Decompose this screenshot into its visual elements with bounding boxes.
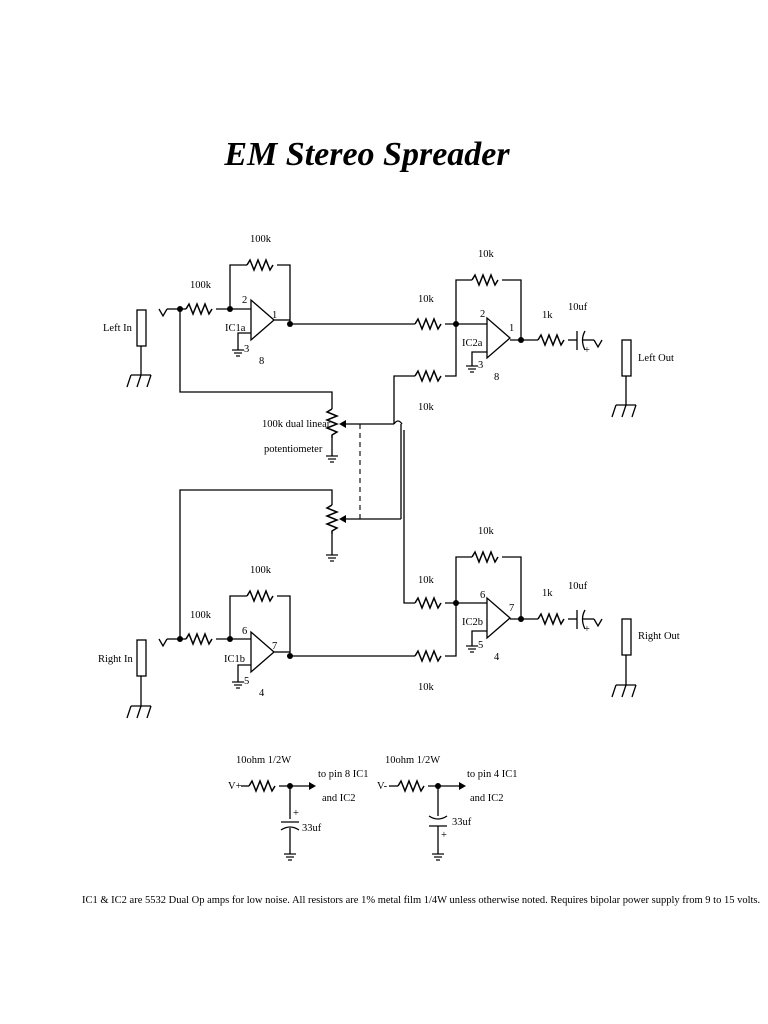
res-label-100k: 100k [190,610,212,621]
res-label-100k: 100k [250,234,272,245]
pin-number: 5 [244,676,249,687]
left-input-jack [126,308,180,388]
supply-resistor-label: 10ohm 1/2W [385,755,440,766]
pin-number: 7 [509,603,514,614]
pin-number: 7 [272,641,277,652]
opamp-ic2a [486,316,511,360]
res-label-1k: 1k [542,310,553,321]
plus-sign: + [584,345,590,356]
res-label-10k: 10k [478,526,495,537]
cap-label-10uf: 10uf [568,302,588,313]
opamp-ic1b [250,630,275,674]
diagram-title: EM Stereo Spreader [223,136,510,173]
positive-supply-filter: V+ 10ohm 1/2W + 33uf to pin 8 IC1 and IC… [228,755,368,861]
resistor-10k-crossfeed-left [414,368,442,384]
resistor-1k-left [537,332,565,348]
resistor-1k-right [537,611,565,627]
right-in-label: Right In [98,654,133,665]
pin-number: 8 [259,356,264,367]
potentiometer-upper [324,408,340,438]
res-label-1k: 1k [542,588,553,599]
opamp-label: IC2a [462,338,483,349]
pin-number: 1 [509,323,514,334]
to-pin-label: and IC2 [322,793,356,804]
right-out-label: Right Out [638,631,680,642]
plus-sign: + [584,624,590,635]
res-label-10k: 10k [418,294,435,305]
pin-number: 4 [259,688,265,699]
resistor-10k-feedback-ic2b [471,549,499,565]
to-pin-label: and IC2 [470,793,504,804]
vplus-label: V+ [228,781,242,792]
res-label-10k: 10k [418,575,435,586]
right-input-jack [126,638,180,719]
resistor-100k-feedback-ic1a [246,257,274,273]
resistor-10k [414,316,442,332]
resistor-10k-crossfeed-right [414,595,442,611]
vminus-label: V- [377,781,388,792]
pot-label-line2: potentiometer [264,444,323,455]
pin-number: 1 [272,310,277,321]
pin-number: 2 [242,295,247,306]
left-in-label: Left In [103,323,133,334]
pin-number: 8 [494,372,499,383]
pin-number: 4 [494,652,500,663]
resistor-100k-in-left [185,301,213,317]
supply-resistor-label: 10ohm 1/2W [236,755,291,766]
pin-number: 3 [478,360,483,371]
res-label-10k: 10k [478,249,495,260]
resistor-100k-feedback-ic1b [246,588,274,604]
resistor-10k-feedback-ic2a [471,272,499,288]
res-label-10k: 10k [418,682,435,693]
resistor-100k-in-right [185,631,213,647]
left-out-label: Left Out [638,353,674,364]
opamp-label: IC1a [225,323,246,334]
opamp-ic2b [486,596,511,640]
left-output-jack [611,339,637,418]
pin-number: 3 [244,344,249,355]
opamp-ic1a [250,298,275,342]
opamp-label: IC1b [224,654,245,665]
right-output-jack [611,618,637,698]
cap-label-33uf: 33uf [302,823,322,834]
plus-sign: + [441,830,447,841]
pin-number: 5 [478,640,483,651]
res-label-100k: 100k [190,280,212,291]
potentiometer-lower [324,504,340,534]
opamp-label: IC2b [462,617,483,628]
res-label-100k: 100k [250,565,272,576]
pin-number: 6 [242,626,247,637]
to-pin-label: to pin 4 IC1 [467,769,517,780]
footnote: IC1 & IC2 are 5532 Dual Op amps for low … [82,895,760,906]
res-label-10k: 10k [418,402,435,413]
pin-number: 6 [480,590,485,601]
plus-sign: + [293,808,299,819]
pin-number: 2 [480,309,485,320]
pot-label-line1: 100k dual linear [262,419,331,430]
to-pin-label: to pin 8 IC1 [318,769,368,780]
negative-supply-filter: V- 10ohm 1/2W + 33uf to pin 4 IC1 and IC… [377,755,517,861]
resistor-10k [414,648,442,664]
cap-label-33uf: 33uf [452,817,472,828]
cap-label-10uf: 10uf [568,581,588,592]
